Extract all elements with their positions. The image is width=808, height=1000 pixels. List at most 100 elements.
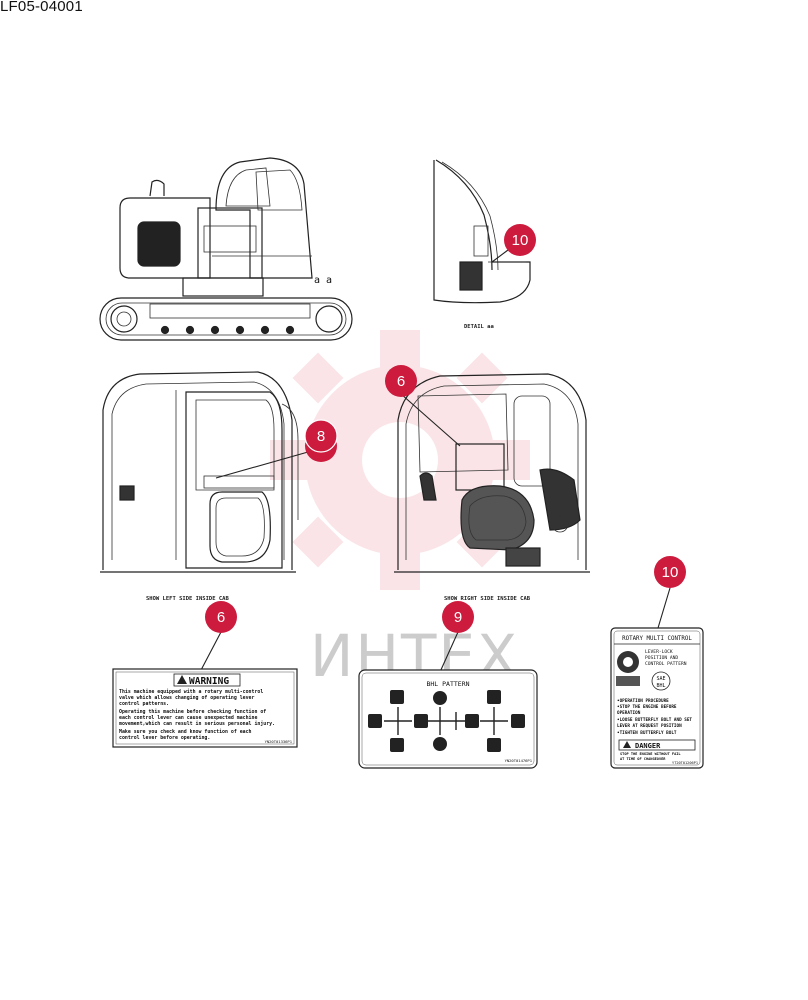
warning-line-5: each control lever can cause unexpected … [119, 715, 257, 721]
leader-lines [199, 249, 671, 673]
left-cab-interior-view [100, 371, 299, 573]
rotary-procedure-4: •LOOSE BUTTERFLY BOLT AND SET [617, 717, 692, 723]
rotary-procedure-2: •STOP THE ENGINE BEFORE [617, 704, 677, 710]
right-cab-caption: SHOW RIGHT SIDE INSIDE CAB [444, 596, 531, 602]
detail-cab-pillar-outer [435, 159, 493, 271]
warning-line-6: movement,which can result in serious per… [119, 720, 275, 727]
leader-6b [199, 631, 222, 673]
swing-left-icon [368, 714, 382, 728]
track-inner [105, 302, 347, 336]
left-cab-inner-frame [111, 381, 285, 560]
rotary-procedure-3: OPERATION [617, 710, 641, 716]
callout-9-bhl: 9 [442, 601, 474, 633]
bhl-center-lever-diagram [426, 707, 468, 735]
warning-label: WARNING This machine equipped with a rot… [112, 668, 298, 748]
callout-number: 9 [454, 609, 462, 626]
bucket-dump-icon [487, 690, 501, 704]
operator-seat [460, 485, 535, 551]
callout-number: 6 [397, 373, 405, 390]
warning-line-1: This machine equipped with a rotary mult… [119, 689, 263, 695]
callout-number: 8 [317, 428, 325, 445]
rotary-part-number: YT20T01206P1 [672, 761, 698, 765]
crawler-track [99, 297, 353, 341]
track-frame [149, 303, 311, 319]
left-cab-door-lower-window [209, 491, 271, 563]
right-cab-lever [419, 472, 437, 501]
rotary-line-1: LEVER-LOCK [645, 649, 673, 655]
arm-in-icon [390, 738, 404, 752]
document-id: LF05-04001 [0, 0, 83, 15]
rotary-multi-control-label: ROTARY MULTI CONTROL LEVER-LOCK POSITION… [610, 627, 704, 769]
arm-out-icon [390, 690, 404, 704]
warning-line-7: Make sure you check and know function of… [119, 729, 252, 735]
callout-10-rotary: 10 [654, 556, 686, 588]
operator-seat-cushion [468, 495, 527, 541]
rotary-danger-line-2: AT TIME OF CHANGEOVER [620, 757, 666, 761]
callout-8-left-cab: 8 [304, 419, 338, 462]
cab-side-window [255, 169, 303, 211]
rotary-title: ROTARY MULTI CONTROL [622, 636, 692, 642]
warning-line-8: control lever before operating. [119, 735, 210, 741]
warning-line-4: Operating this machine before checking f… [119, 709, 266, 715]
bhl-left-lever-diagram [384, 707, 412, 735]
rotary-danger-title: DANGER [635, 742, 661, 750]
section-marker-label: a a [314, 275, 332, 286]
cab-outline [215, 157, 313, 279]
warning-part-number: YN20T01336P1 [265, 739, 293, 744]
excavator-side-view [99, 157, 353, 341]
rotary-bhl: BHL [656, 683, 665, 689]
bhl-part-number: YN20T01476P1 [505, 758, 533, 763]
left-cab-frame [102, 371, 293, 570]
track-rollers [160, 325, 295, 335]
callout-number: 10 [662, 564, 679, 581]
right-cab-knob [551, 515, 569, 533]
detail-cab-base [433, 160, 531, 304]
counterweight-panel [137, 221, 181, 267]
left-cab-door [185, 391, 283, 569]
callout-number: 6 [217, 609, 225, 626]
detail-cab-pillar-inner [441, 161, 499, 271]
danger-triangle-icon [623, 741, 631, 748]
leader-6a [400, 393, 461, 447]
detail-bracket [473, 225, 489, 257]
callout-10-detail: 10 [504, 224, 536, 256]
right-cab-side-window [513, 395, 551, 487]
leader-8 [215, 451, 309, 479]
bhl-pattern-label: BHL PATTERN YN20T01476P [358, 669, 538, 769]
left-cab-door-upper-window [195, 399, 275, 491]
rotary-danger-box [618, 739, 696, 751]
bhl-left-icons [368, 690, 428, 752]
warning-triangle-icon [177, 675, 187, 684]
warning-line-2: valve which allows changing of operating… [119, 695, 254, 701]
callout-6-warning: 6 [205, 601, 237, 633]
exhaust-pipe [149, 179, 165, 197]
rotary-line-3: CONTROL PATTERN [645, 661, 687, 667]
right-cab-frame [397, 373, 587, 570]
left-cab-door-lower-glass [215, 497, 265, 557]
swing-ring [182, 277, 264, 297]
boom-lower-icon [487, 738, 501, 752]
left-cab-rear-edge [281, 403, 299, 520]
right-cab-floor-grille [505, 547, 541, 567]
bhl-right-lever-diagram [480, 707, 508, 735]
leader-9 [439, 631, 459, 673]
left-cab-latch [119, 485, 135, 501]
leader-10a [491, 249, 509, 263]
bhl-title: BHL PATTERN [426, 680, 469, 688]
sprocket-wheel [110, 305, 138, 333]
right-cab-interior-view [394, 373, 590, 573]
leader-10b [657, 587, 671, 629]
right-cab-front-window [417, 393, 509, 473]
rotary-procedure-6: •TIGHTEN BUTTERFLY BOLT [617, 730, 677, 736]
bhl-right-icons [465, 690, 525, 752]
bucket-open-icon [511, 714, 525, 728]
warning-header-box [173, 673, 241, 687]
boom-down-icon [433, 691, 447, 705]
callout-6-right-cab: 6 [385, 365, 417, 397]
rotary-sae: SAE [656, 676, 665, 682]
callout-number: 10 [512, 232, 529, 249]
rotary-procedure-1: •OPERATION PROCEDURE [617, 698, 669, 704]
side-panel [197, 207, 263, 279]
detail-aa-view [433, 159, 531, 304]
